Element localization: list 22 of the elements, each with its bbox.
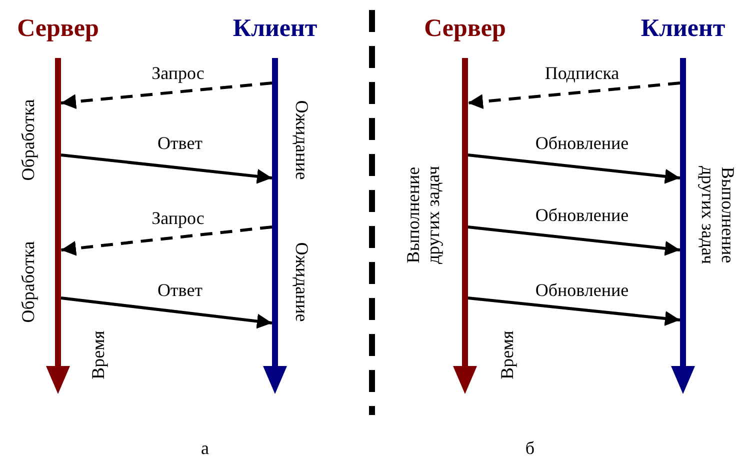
lifeline-title: Сервер <box>16 14 100 44</box>
arrow <box>468 154 680 184</box>
arrow <box>60 154 272 184</box>
axis-label: Время <box>88 330 108 382</box>
arrow <box>468 226 680 256</box>
arrow <box>60 296 272 329</box>
activity-label: Обработка <box>18 240 38 325</box>
dashed-arrow <box>468 82 680 110</box>
panel-label: б <box>524 438 536 458</box>
panel-label: а <box>200 438 210 458</box>
lifeline-title: Клиент <box>640 14 726 44</box>
activity-label: Ожидание <box>292 99 312 182</box>
lifeline-title: Клиент <box>232 14 318 44</box>
arrow <box>468 296 680 326</box>
axis-label: Время <box>497 330 517 382</box>
activity-label: Выполнение других задач <box>698 164 738 266</box>
activity-label: Обработка <box>18 98 38 183</box>
activity-label: Ожидание <box>292 241 312 324</box>
dashed-arrow <box>60 82 272 110</box>
lifeline-title: Сервер <box>423 14 507 44</box>
activity-label: Выполнение других задач <box>403 165 443 266</box>
dashed-arrow <box>60 226 272 256</box>
